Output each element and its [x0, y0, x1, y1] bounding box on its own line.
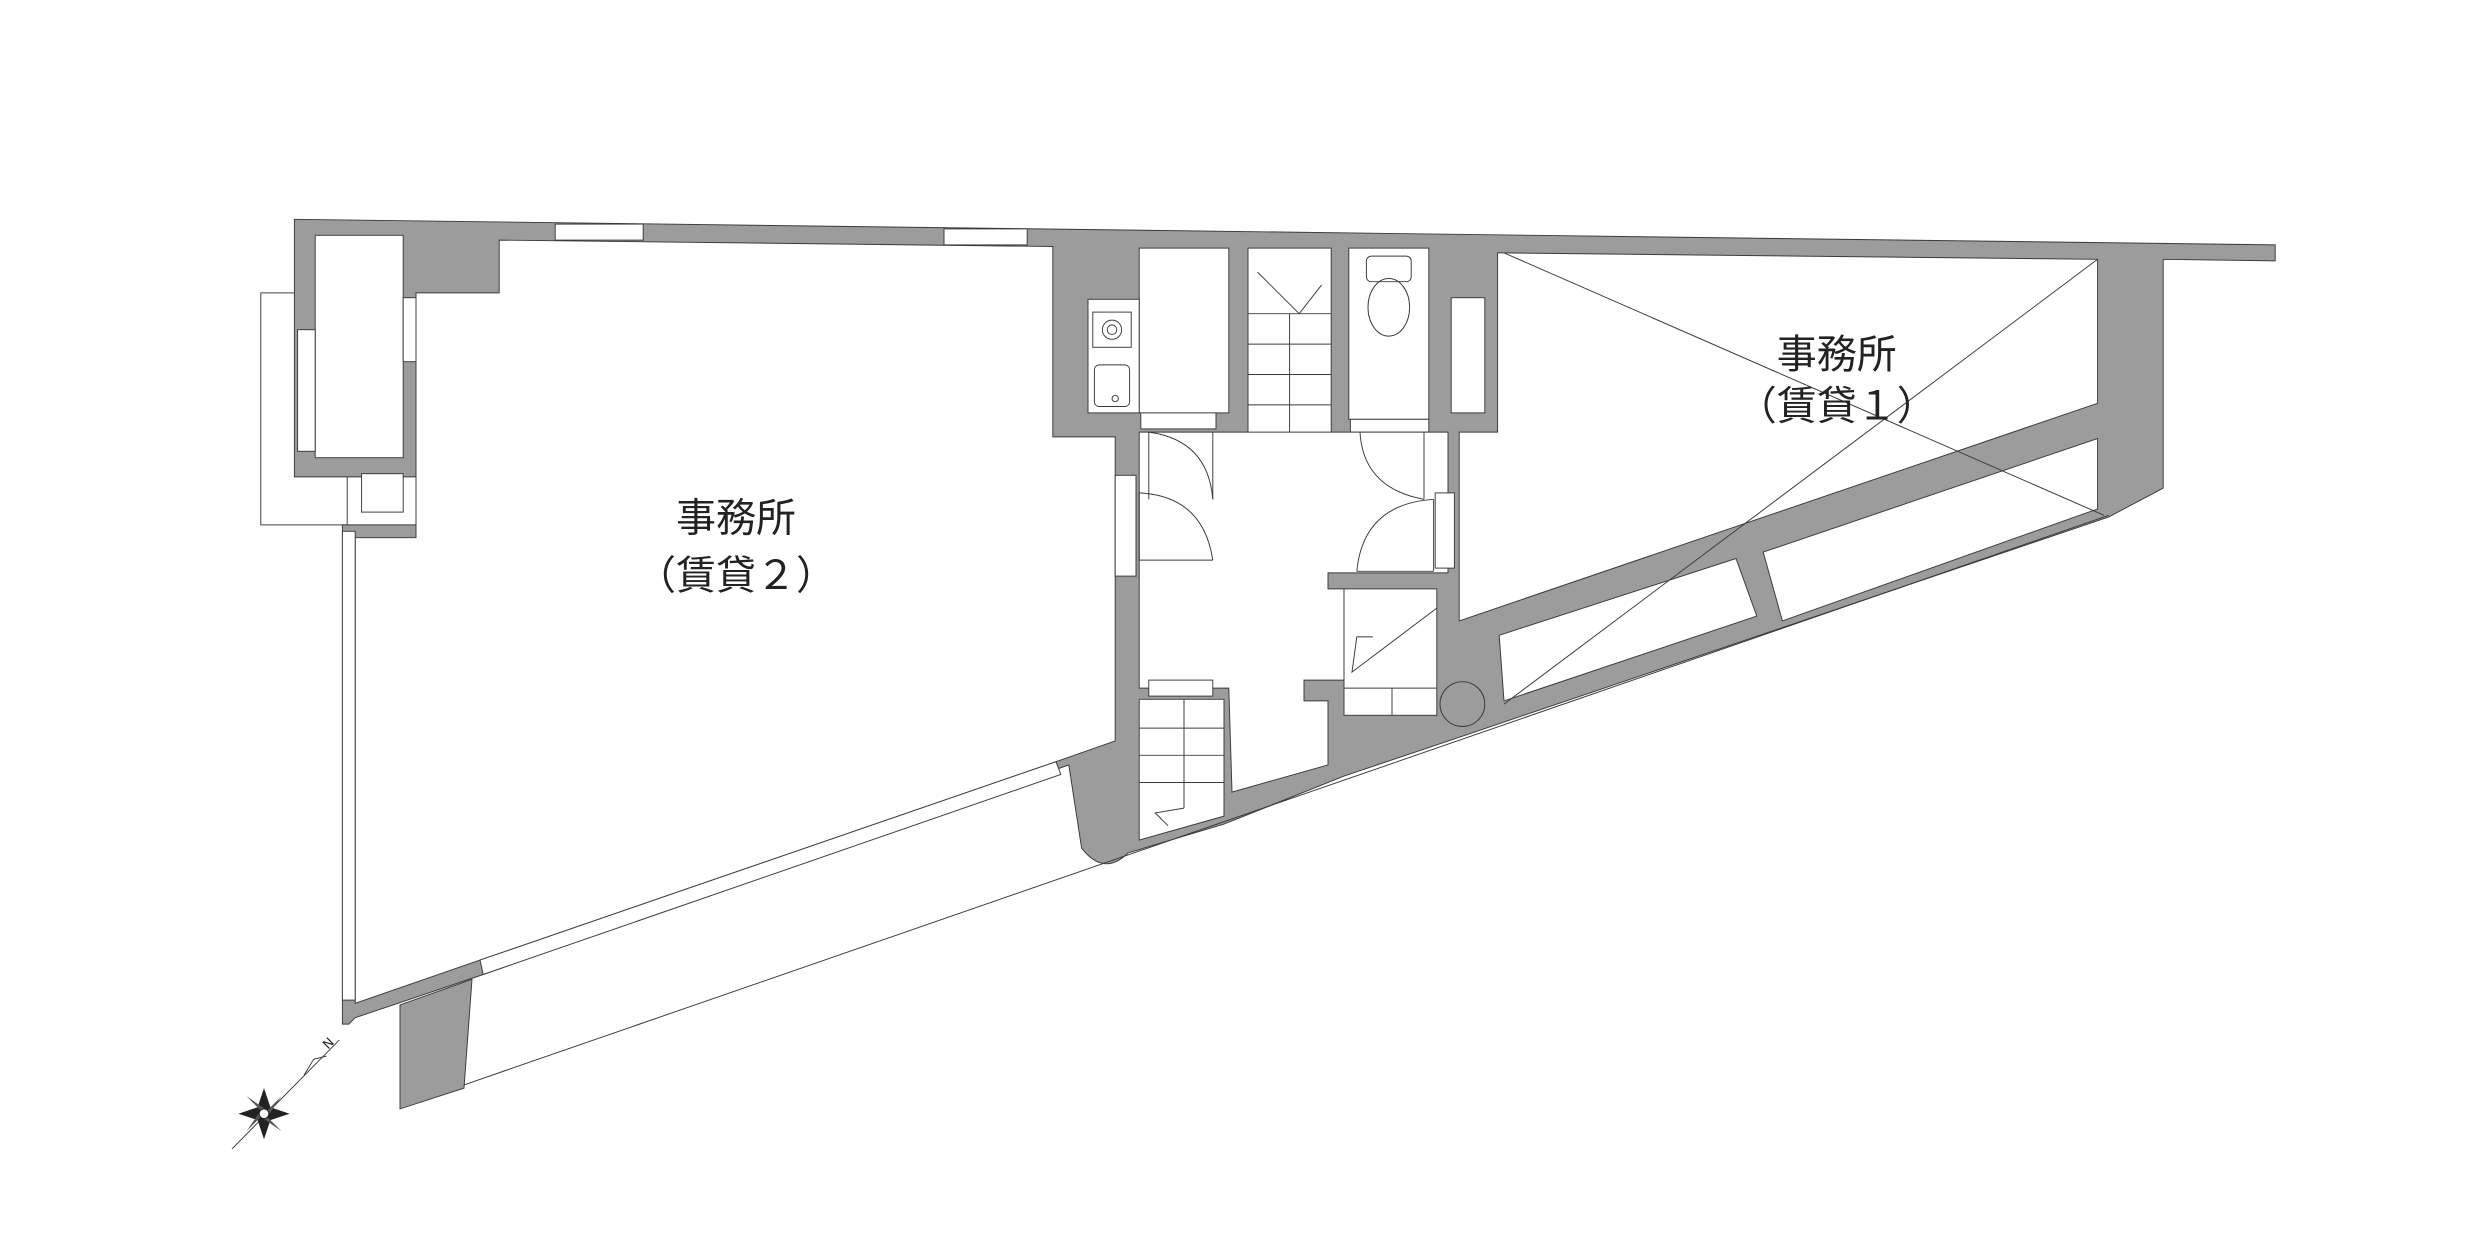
hall-window-right	[1434, 492, 1455, 569]
door-swing-toilet-outer	[1356, 498, 1435, 572]
kitchen-door-frame	[1140, 412, 1217, 430]
stove-icon	[1092, 311, 1132, 348]
void-cross-line-1	[1503, 252, 2105, 516]
office-1-sublabel: （賃貸１）	[1737, 383, 1937, 429]
window-top-2	[943, 228, 1028, 246]
north-label: N	[320, 1035, 337, 1052]
toilet-door-frame	[1349, 418, 1430, 433]
lower-strip-left	[1498, 557, 1758, 702]
staircase-middle	[1343, 588, 1438, 716]
sink-icon	[1093, 364, 1131, 407]
door-swing-toilet	[1359, 432, 1425, 500]
hall-window-left	[1114, 474, 1137, 577]
office-2-room	[354, 239, 1116, 1004]
compass-rose-icon	[231, 1039, 340, 1150]
toilet-room	[1348, 247, 1430, 420]
storage-room	[314, 234, 404, 459]
office-2-sublabel: （賃貸２）	[636, 553, 836, 599]
door-swing-hall	[1138, 492, 1214, 561]
office-2-left-window	[341, 530, 356, 1001]
staircase-upper	[1247, 247, 1332, 436]
kitchen-counter	[1087, 298, 1140, 414]
exterior-boundary-line	[463, 514, 2109, 1086]
void-cross-line-2	[1503, 258, 2098, 705]
kitchen-space	[1138, 247, 1230, 414]
bottom-left-pillar	[399, 978, 473, 1110]
door-swing-kitchen	[1148, 431, 1214, 500]
office-2-window-band	[479, 761, 1062, 976]
small-closet	[361, 473, 404, 513]
closet	[1450, 297, 1486, 414]
window-left-bump	[297, 329, 316, 452]
toilet-icon	[1365, 255, 1412, 337]
window-top-1	[554, 223, 644, 241]
round-pillar	[1439, 681, 1486, 727]
lower-strip-right	[1762, 437, 2099, 622]
office-2-label: 事務所	[676, 495, 796, 541]
staircase-lower	[1138, 679, 1225, 841]
office-1-label: 事務所	[1777, 332, 1897, 378]
office-1-room	[1458, 252, 2099, 622]
hallway	[1138, 431, 1449, 793]
